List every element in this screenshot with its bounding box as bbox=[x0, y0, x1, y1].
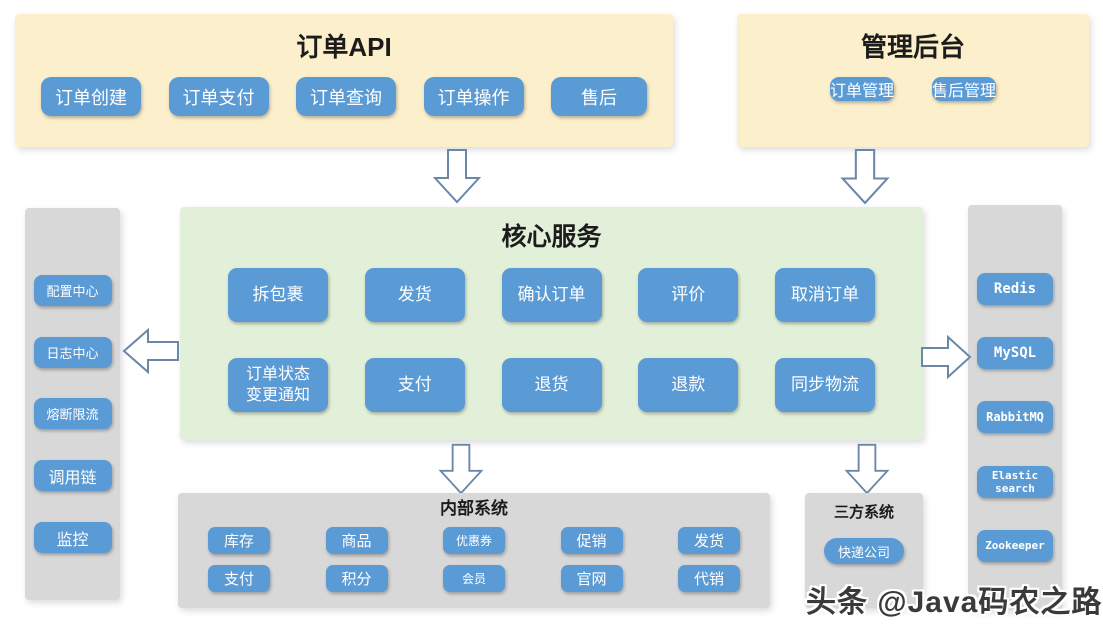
arrow-down-core-to-thirdparty-icon bbox=[844, 443, 890, 495]
node-review: 评价 bbox=[638, 268, 739, 322]
arrow-down-core-to-internal-icon bbox=[438, 443, 484, 495]
node-member: 会员 bbox=[443, 565, 505, 592]
node-return-goods: 退货 bbox=[501, 358, 602, 412]
node-official-site: 官网 bbox=[560, 565, 623, 592]
node-cancel-order: 取消订单 bbox=[775, 268, 875, 322]
internal-row-1: 库存 商品 优惠券 促销 发货 bbox=[178, 527, 770, 554]
node-after-sale: 售后 bbox=[551, 77, 647, 116]
core-row-2: 订单状态变更通知 支付 退货 退款 同步物流 bbox=[180, 358, 923, 412]
admin-panel: 管理后台 订单管理 售后管理 bbox=[737, 14, 1089, 147]
node-coupon: 优惠券 bbox=[443, 527, 505, 554]
arrow-down-api-to-core-icon bbox=[433, 149, 481, 204]
node-order-pay: 订单支付 bbox=[168, 77, 269, 116]
node-inventory: 库存 bbox=[208, 527, 270, 554]
node-order-manage: 订单管理 bbox=[829, 77, 894, 101]
node-order-query: 订单查询 bbox=[296, 77, 396, 116]
node-confirm-order: 确认订单 bbox=[501, 268, 602, 322]
node-order-operate: 订单操作 bbox=[423, 77, 524, 116]
internal-systems-panel: 内部系统 库存 商品 优惠券 促销 发货 支付 积分 会员 官网 代销 bbox=[178, 493, 770, 608]
node-points: 积分 bbox=[325, 565, 388, 592]
order-api-buttons: 订单创建 订单支付 订单查询 订单操作 售后 bbox=[15, 77, 673, 116]
core-services-title: 核心服务 bbox=[501, 223, 602, 251]
node-status-change-notify: 订单状态变更通知 bbox=[228, 358, 328, 412]
node-payment: 支付 bbox=[208, 565, 270, 592]
node-pay: 支付 bbox=[364, 358, 465, 412]
order-api-panel: 订单API 订单创建 订单支付 订单查询 订单操作 售后 bbox=[15, 14, 673, 147]
core-row-1: 拆包裹 发货 确认订单 评价 取消订单 bbox=[180, 268, 923, 322]
node-elasticsearch: Elastic search bbox=[977, 465, 1053, 498]
node-mysql: MySQL bbox=[977, 337, 1053, 370]
third-party-panel: 三方系统 快递公司 bbox=[805, 493, 923, 608]
node-monitor: 监控 bbox=[33, 522, 112, 554]
node-call-chain: 调用链 bbox=[33, 460, 112, 492]
storage-right-panel: Redis MySQL RabbitMQ Elastic search Zook… bbox=[968, 205, 1062, 610]
node-express-company: 快递公司 bbox=[824, 538, 904, 564]
arrow-down-admin-to-core-icon bbox=[840, 149, 890, 205]
arrow-left-core-to-infra-icon bbox=[122, 327, 179, 375]
node-zookeeper: Zookeeper bbox=[977, 529, 1053, 562]
watermark: 头条 @Java码农之路 bbox=[806, 586, 1103, 619]
core-services-panel: 核心服务 拆包裹 发货 确认订单 评价 取消订单 订单状态变更通知 支付 退货 … bbox=[180, 207, 923, 440]
admin-title: 管理后台 bbox=[860, 32, 965, 62]
node-aftersale-manage: 售后管理 bbox=[932, 77, 997, 101]
node-order-create: 订单创建 bbox=[41, 77, 141, 116]
order-api-title: 订单API bbox=[296, 32, 392, 62]
node-rabbitmq: RabbitMQ bbox=[977, 401, 1053, 434]
node-product: 商品 bbox=[325, 527, 388, 554]
node-refund: 退款 bbox=[638, 358, 739, 412]
node-ship: 发货 bbox=[364, 268, 465, 322]
arrow-right-core-to-storage-icon bbox=[921, 334, 972, 380]
node-split-package: 拆包裹 bbox=[228, 268, 328, 322]
node-sync-logistics: 同步物流 bbox=[775, 358, 875, 412]
node-status-change-notify-label: 订单状态变更通知 bbox=[245, 366, 310, 404]
node-shipping: 发货 bbox=[678, 527, 740, 554]
internal-row-2: 支付 积分 会员 官网 代销 bbox=[178, 565, 770, 592]
third-party-title: 三方系统 bbox=[833, 504, 894, 521]
node-config-center: 配置中心 bbox=[33, 274, 112, 306]
node-promotion: 促销 bbox=[560, 527, 623, 554]
node-circuit-breaker: 熔断限流 bbox=[33, 398, 112, 430]
admin-buttons: 订单管理 售后管理 bbox=[737, 77, 1089, 101]
internal-systems-title: 内部系统 bbox=[440, 499, 508, 518]
node-log-center: 日志中心 bbox=[33, 336, 112, 368]
node-redis: Redis bbox=[977, 273, 1053, 306]
node-consignment: 代销 bbox=[678, 565, 740, 592]
infra-left-panel: 配置中心 日志中心 熔断限流 调用链 监控 bbox=[25, 208, 120, 600]
